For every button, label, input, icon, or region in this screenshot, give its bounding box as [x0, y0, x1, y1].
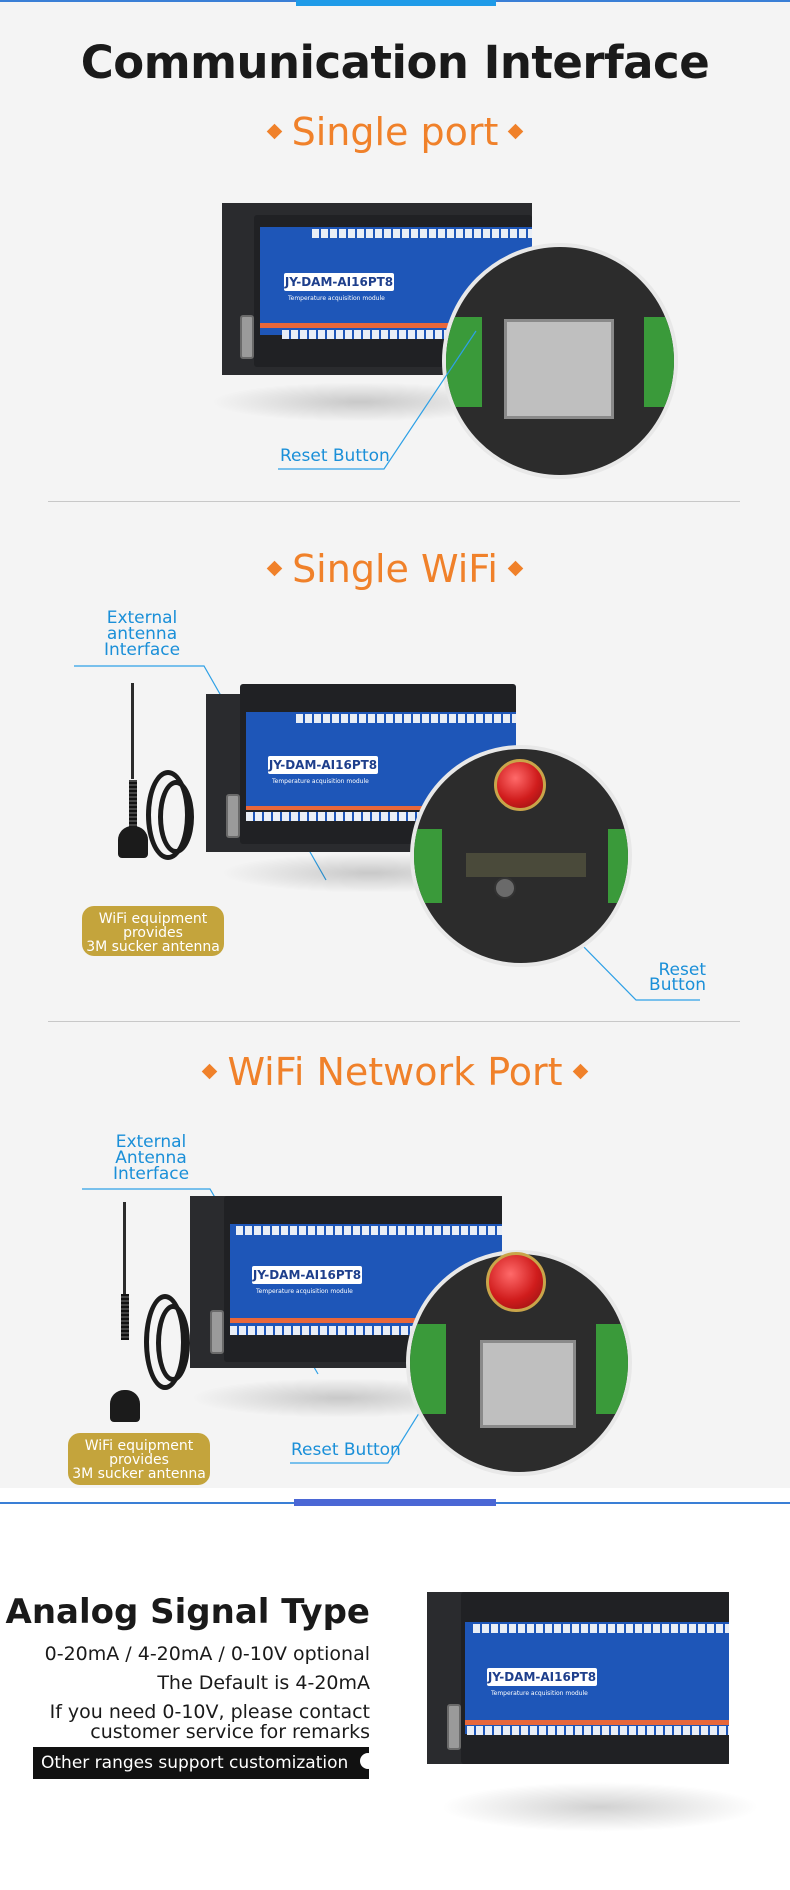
rj45-port — [480, 1340, 576, 1428]
terminal-strip-top — [312, 229, 532, 238]
antenna-sucker-base — [110, 1390, 140, 1422]
antenna-interface-label: External Antenna Interface — [101, 1132, 201, 1184]
reset-button-label: Reset Button — [280, 446, 390, 466]
badge-line: WiFi equipment — [98, 911, 208, 927]
device-stripe — [230, 1318, 502, 1323]
antenna-cable — [158, 780, 194, 854]
customer-service-icon — [359, 1753, 376, 1769]
db9-connector — [240, 315, 254, 359]
reset-button-label: Reset Button — [291, 1440, 401, 1460]
antenna-whip — [123, 1202, 126, 1294]
antenna-interface-label: External antenna Interface — [92, 608, 192, 660]
terminal-strip-top — [473, 1624, 729, 1633]
rj45-port — [504, 319, 614, 419]
zoom-reset-port — [442, 243, 678, 479]
section-title-single-wifi: Single WiFi — [0, 547, 790, 591]
label-line: Button — [649, 975, 706, 995]
terminal-block-right — [608, 829, 628, 903]
diamond-icon — [572, 1063, 588, 1080]
device-description: Temperature acquisition module — [288, 295, 385, 302]
terminal-strip-bottom — [282, 330, 532, 339]
badge-line: WiFi equipment — [84, 1438, 194, 1454]
analog-title: Analog Signal Type — [5, 1592, 371, 1632]
analog-contact-line: If you need 0-10V, please contact — [49, 1701, 370, 1723]
section-title-wifi-network-port: WiFi Network Port — [0, 1050, 790, 1094]
device-analog: JY-DAM-AI16PT8 Temperature acquisition m… — [427, 1592, 729, 1764]
terminal-strip-bottom — [246, 812, 516, 821]
section-title-text: WiFi Network Port — [227, 1050, 563, 1094]
badge-line: provides — [109, 1452, 169, 1468]
badge-line: provides — [123, 925, 183, 941]
terminal-strip-bottom — [467, 1726, 729, 1735]
antenna-cable — [156, 1304, 190, 1382]
analog-contact-line: customer service for remarks — [90, 1721, 370, 1743]
page-title: Communication Interface — [80, 36, 710, 89]
terminal-strip-top — [296, 714, 516, 723]
terminal-block-left — [414, 829, 442, 903]
analog-options: 0-20mA / 4-20mA / 0-10V optional — [44, 1643, 370, 1665]
reset-button — [494, 877, 516, 899]
antenna-coil — [129, 780, 137, 828]
label-line: Interface — [103, 640, 181, 660]
callout-line-reset-1 — [278, 330, 477, 470]
badge-line: 3M sucker antenna — [86, 939, 220, 955]
diamond-icon — [266, 560, 283, 577]
analog-default: The Default is 4-20mA — [157, 1672, 370, 1694]
label-line: antenna — [106, 624, 178, 644]
device-shadow — [440, 1782, 760, 1832]
indicator-led — [486, 1252, 546, 1312]
section-divider — [48, 1021, 740, 1022]
diamond-icon — [507, 560, 524, 577]
db9-connector — [447, 1704, 461, 1750]
label-line: External — [115, 1132, 187, 1152]
antenna-whip — [131, 683, 134, 779]
wifi-antenna-badge: WiFi equipment provides 3M sucker antenn… — [82, 906, 224, 956]
device-description: Temperature acquisition module — [256, 1288, 353, 1295]
terminal-block-right — [644, 317, 674, 407]
diamond-icon — [202, 1063, 218, 1080]
label-line: Antenna — [115, 1148, 187, 1168]
section-divider — [48, 501, 740, 502]
terminal-block-left — [410, 1324, 446, 1414]
antenna-sucker-base — [118, 826, 148, 858]
label-line: Interface — [112, 1164, 190, 1184]
section-title-text: Single port — [291, 110, 499, 154]
terminal-strip-bottom — [230, 1326, 502, 1335]
terminal-block-right — [596, 1324, 628, 1414]
label-line: External — [106, 608, 178, 628]
device-stripe — [465, 1720, 729, 1725]
db9-connector — [226, 794, 240, 838]
db9-connector — [210, 1310, 224, 1354]
device-model-label: JY-DAM-AI16PT8 — [284, 273, 394, 291]
device-model-label: JY-DAM-AI16PT8 — [487, 1668, 597, 1686]
indicator-led — [494, 759, 546, 811]
top-tab-accent — [296, 0, 496, 6]
bottom-tab-accent — [294, 1499, 496, 1506]
customization-note: Other ranges support customization — [33, 1747, 376, 1779]
device-description: Temperature acquisition module — [272, 778, 369, 785]
device-stripe — [260, 323, 532, 328]
device-model-label: JY-DAM-AI16PT8 — [268, 756, 378, 774]
device-stripe — [246, 806, 516, 810]
terminal-strip-top — [236, 1226, 502, 1235]
reset-button-label: Reset Button — [636, 960, 707, 995]
antenna-coil — [121, 1294, 129, 1340]
device-model-label: JY-DAM-AI16PT8 — [252, 1266, 362, 1284]
section-title-text: Single WiFi — [292, 547, 498, 591]
badge-line: 3M sucker antenna — [72, 1466, 206, 1482]
pcb-board — [466, 853, 586, 877]
wifi-antenna-badge: WiFi equipment provides 3M sucker antenn… — [68, 1433, 210, 1485]
device-description: Temperature acquisition module — [491, 1690, 588, 1697]
customization-text: Other ranges support customization — [41, 1753, 349, 1773]
section-title-single-port: Single port — [0, 110, 790, 154]
label-line: Reset — [658, 960, 707, 980]
